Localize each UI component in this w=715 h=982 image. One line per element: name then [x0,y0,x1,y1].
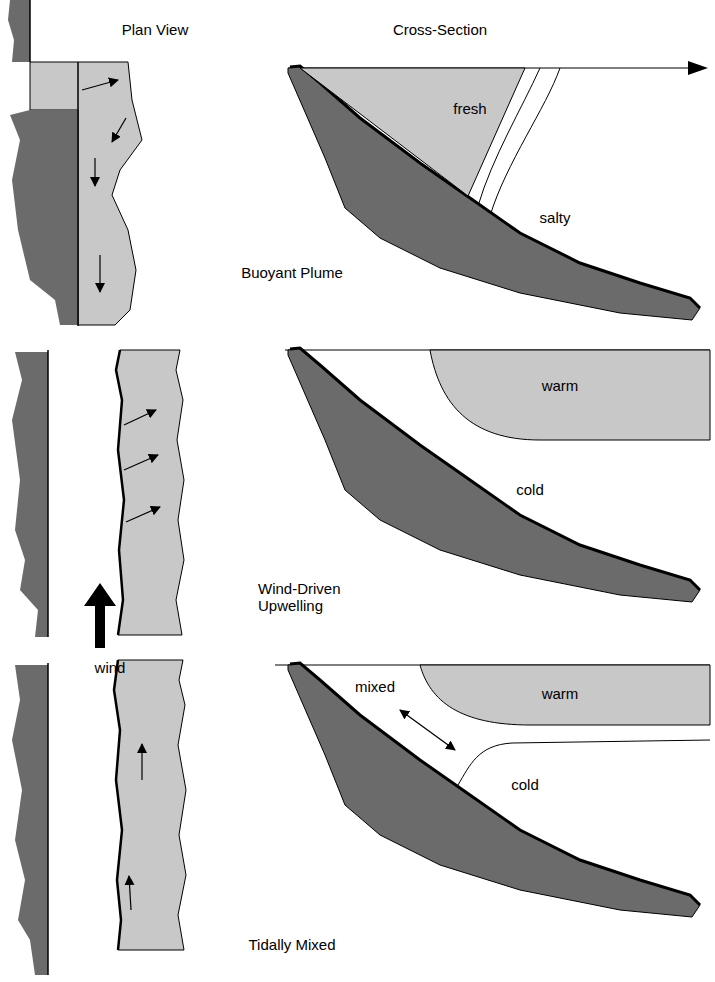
band-edge [116,350,124,635]
upwelling-band [116,350,184,635]
view-title: Cross-Section [393,21,487,38]
seabed [288,66,700,320]
water-label: mixed [355,678,395,695]
region-label: fresh [453,100,486,117]
flow-arrow [141,744,142,780]
region-label: warm [542,377,579,394]
water-label: salty [540,209,571,226]
flow-arrow [124,455,158,470]
flow-arrow [129,876,131,910]
coastline [29,0,31,62]
land [12,665,48,975]
land [12,352,48,637]
seabed-slope [290,66,700,308]
land [10,110,78,325]
flow-arrow [94,158,95,186]
warm-layer: warm [430,350,710,440]
water-label: cold [516,481,544,498]
flow-arrow [124,410,156,425]
front-line [458,740,710,785]
panel-title: Tidally Mixed [249,936,336,953]
water-label: cold [511,776,539,793]
shape-outline [300,68,525,198]
region-label: warm [542,685,579,702]
coastline [47,350,49,637]
mixing-arrow [400,710,455,750]
panel-title: Wind-Driven Upwelling [258,580,358,615]
front-band [114,660,186,950]
wind-label: wind [95,659,126,676]
flow-arrow [126,507,160,522]
coastline [77,62,79,326]
coastline [47,663,49,975]
view-title: Plan View [122,21,188,38]
flow-arrow [82,80,118,90]
panel-title: Buoyant Plume [241,264,343,281]
flow-arrow [112,118,126,142]
shape-outline [430,350,710,440]
flow-arrow [99,255,100,292]
band-edge [114,660,122,950]
land [8,0,30,62]
fresh-water-wedge: fresh [300,68,525,198]
warm-layer: warm [420,665,710,725]
wind-arrow [84,583,116,648]
